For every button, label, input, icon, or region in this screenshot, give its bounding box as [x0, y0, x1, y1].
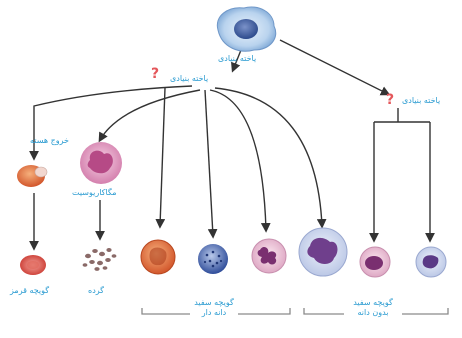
- neutrophil-cell: [252, 239, 286, 273]
- stem-cell-top: [217, 7, 275, 51]
- label-granular-wbc: گویچه سفید دانه دار: [190, 298, 238, 318]
- label-platelets: گرده: [88, 286, 104, 296]
- group-brackets: [142, 308, 448, 314]
- label-megakaryocyte: مگاکاریوسیت: [72, 188, 117, 198]
- question-mark-middle: ?: [151, 66, 159, 82]
- question-mark-right: ?: [386, 92, 394, 108]
- platelets-cluster: [83, 248, 117, 271]
- basophil-cell: [141, 240, 175, 274]
- label-stem-top: یاخته بنیادی: [218, 54, 256, 64]
- agranular-cell-left: [360, 247, 390, 277]
- label-nucleus-exit: خروج هسته: [30, 136, 69, 146]
- nucleated-erythroblast: [17, 165, 47, 187]
- label-stem-mid: یاخته بنیادی: [170, 74, 208, 84]
- agranular-cell-right: [416, 247, 446, 277]
- blue-granular-cell: [198, 244, 228, 274]
- megakaryocyte-cell: [80, 142, 122, 184]
- label-stem-right: یاخته بنیادی: [402, 96, 440, 106]
- label-agranular-wbc: گویچه سفید بدون دانه: [346, 298, 400, 318]
- monocyte-cell: [299, 228, 347, 276]
- red-blood-cell: [20, 255, 46, 275]
- label-red-blood-cell: گویچه قرمز: [10, 286, 49, 296]
